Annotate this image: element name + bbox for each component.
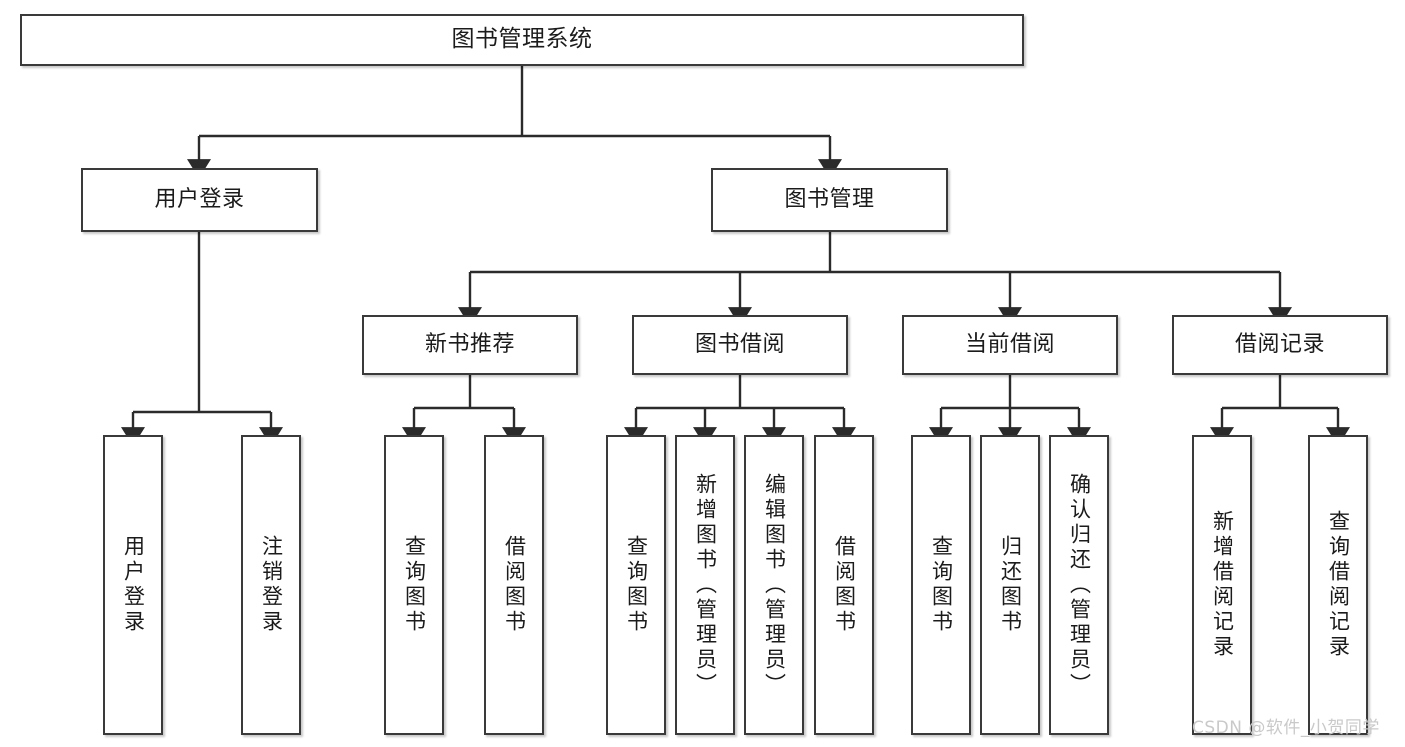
node-leaf-query-book-1-label: 查询图书 <box>402 535 427 635</box>
node-leaf-user-login[interactable]: 用户登录 <box>103 435 163 735</box>
node-leaf-borrow-book-2-label: 借阅图书 <box>832 535 857 635</box>
node-leaf-logout-login[interactable]: 注销登录 <box>241 435 301 735</box>
node-leaf-query-book-2-label: 查询图书 <box>624 535 649 635</box>
node-leaf-edit-book-label: 编辑图书（管理员） <box>762 472 787 698</box>
csdn-watermark: CSDN @软件_小贺同学 <box>1192 718 1380 738</box>
node-leaf-query-record-label: 查询借阅记录 <box>1326 510 1351 660</box>
node-new-book-recommend-label: 新书推荐 <box>424 332 515 358</box>
node-leaf-query-book-3-label: 查询图书 <box>929 535 954 635</box>
node-root-label: 图书管理系统 <box>451 26 593 53</box>
node-leaf-borrow-book-1-label: 借阅图书 <box>502 535 527 635</box>
node-leaf-borrow-book-1[interactable]: 借阅图书 <box>484 435 544 735</box>
node-leaf-query-record[interactable]: 查询借阅记录 <box>1308 435 1368 735</box>
node-leaf-return-book[interactable]: 归还图书 <box>980 435 1040 735</box>
node-leaf-add-book-label: 新增图书（管理员） <box>693 472 718 698</box>
node-root[interactable]: 图书管理系统 <box>20 14 1024 66</box>
node-book-borrow-label: 图书借阅 <box>694 332 785 358</box>
node-leaf-add-record[interactable]: 新增借阅记录 <box>1192 435 1252 735</box>
node-borrow-record[interactable]: 借阅记录 <box>1172 315 1388 375</box>
node-leaf-query-book-2[interactable]: 查询图书 <box>606 435 666 735</box>
node-leaf-query-book-3[interactable]: 查询图书 <box>911 435 971 735</box>
node-leaf-borrow-book-2[interactable]: 借阅图书 <box>814 435 874 735</box>
node-leaf-return-book-label: 归还图书 <box>998 535 1023 635</box>
node-leaf-user-login-label: 用户登录 <box>121 535 146 635</box>
node-book-management[interactable]: 图书管理 <box>711 168 948 232</box>
node-user-login-label: 用户登录 <box>154 187 245 213</box>
node-book-borrow[interactable]: 图书借阅 <box>632 315 848 375</box>
node-book-management-label: 图书管理 <box>784 187 875 213</box>
node-leaf-logout-login-label: 注销登录 <box>259 535 284 635</box>
node-user-login[interactable]: 用户登录 <box>81 168 318 232</box>
node-leaf-query-book-1[interactable]: 查询图书 <box>384 435 444 735</box>
node-leaf-add-book[interactable]: 新增图书（管理员） <box>675 435 735 735</box>
node-leaf-edit-book[interactable]: 编辑图书（管理员） <box>744 435 804 735</box>
node-leaf-confirm-return-label: 确认归还（管理员） <box>1067 472 1092 698</box>
node-leaf-confirm-return[interactable]: 确认归还（管理员） <box>1049 435 1109 735</box>
node-borrow-record-label: 借阅记录 <box>1234 332 1325 358</box>
node-leaf-add-record-label: 新增借阅记录 <box>1210 510 1235 660</box>
node-current-borrow[interactable]: 当前借阅 <box>902 315 1118 375</box>
node-new-book-recommend[interactable]: 新书推荐 <box>362 315 578 375</box>
node-current-borrow-label: 当前借阅 <box>964 332 1055 358</box>
